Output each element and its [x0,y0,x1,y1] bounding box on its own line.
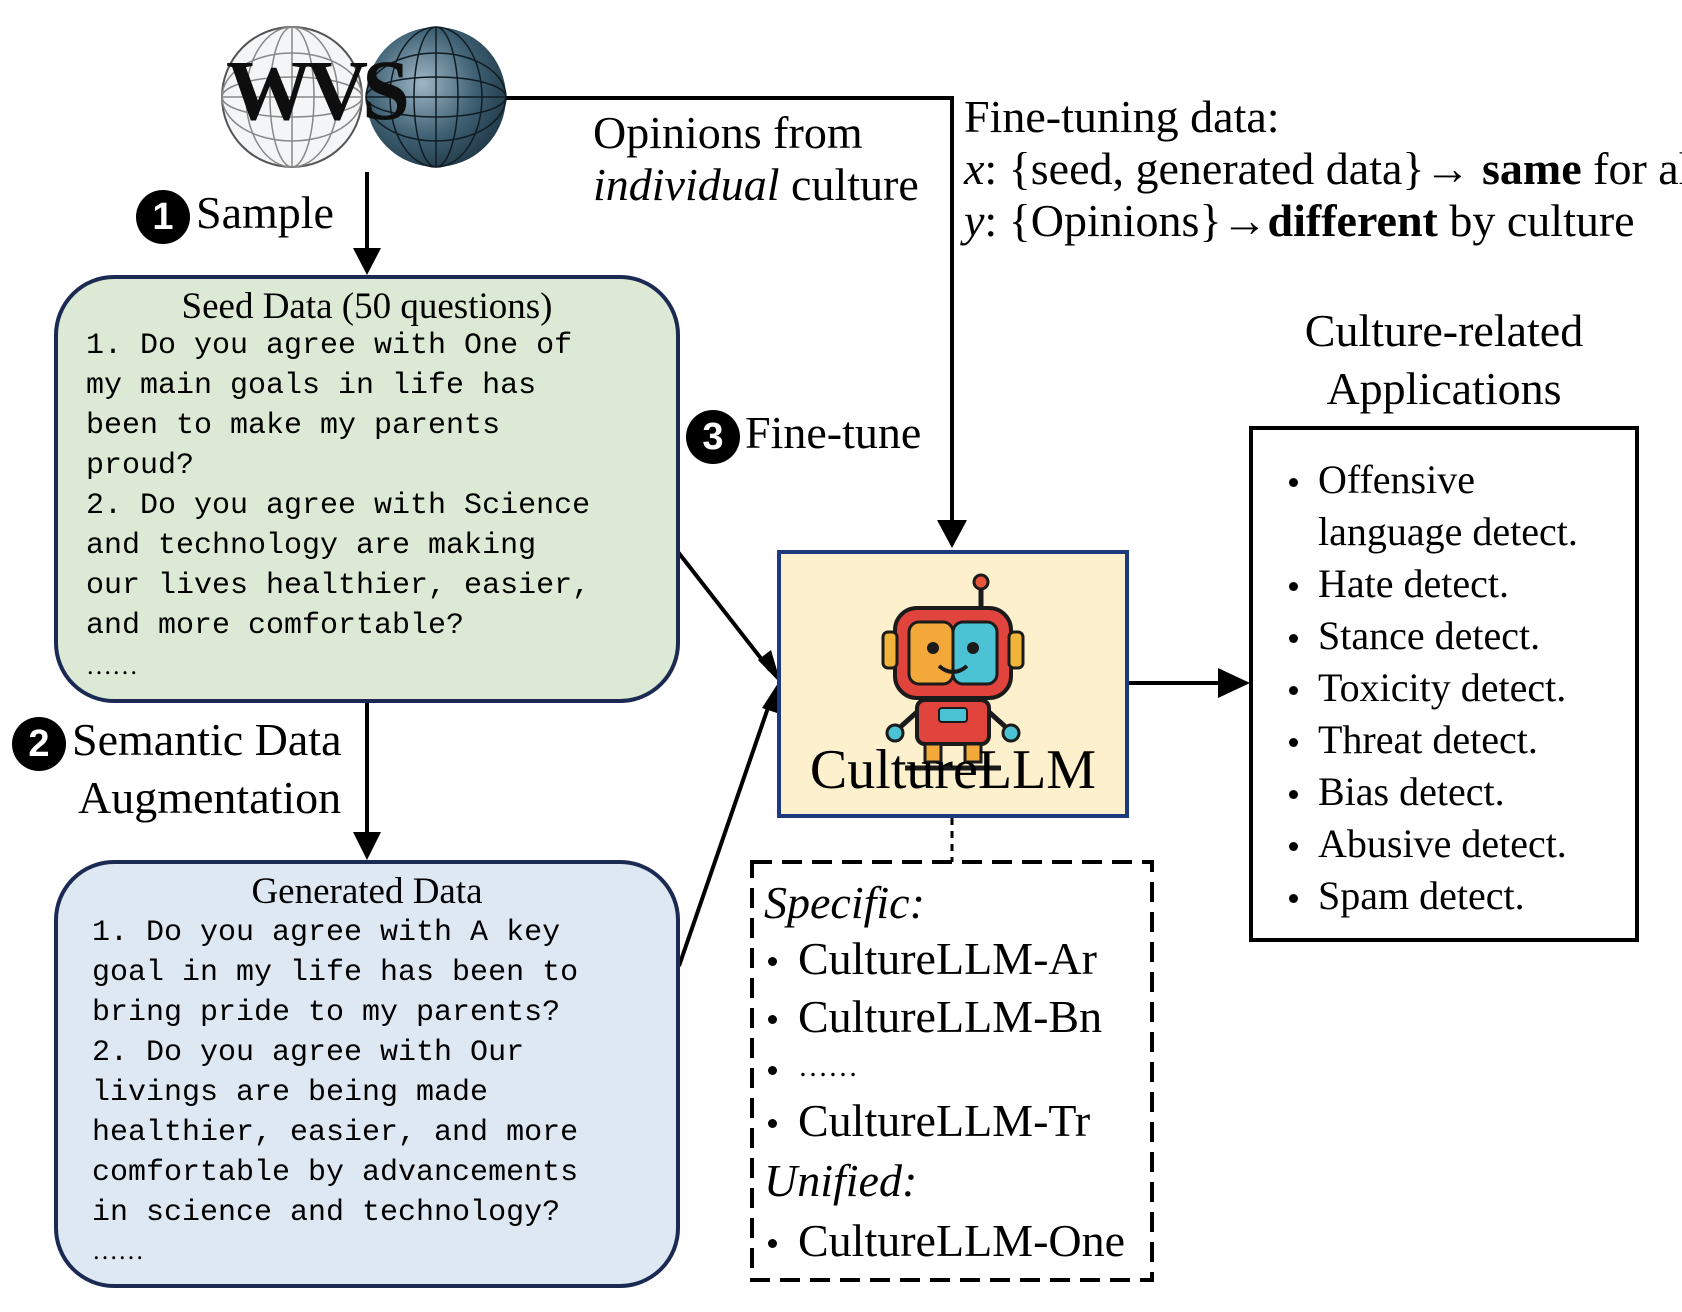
step-finetune-label: Fine-tune [745,407,922,458]
application-bullet [1289,790,1298,799]
variant-bullet [768,1066,777,1075]
application-item: Hate detect. [1318,561,1509,606]
finetuning-y-line: y: {Opinions}→different by culture [964,195,1635,246]
application-item: Bias detect. [1318,769,1505,814]
application-item: Spam detect. [1318,873,1525,918]
variant-item: CultureLLM-Tr [798,1095,1091,1146]
globe-right-icon [365,26,507,168]
generated-line: bring pride to my parents? [92,996,561,1030]
opinions-arrow [505,96,954,545]
wvs-logo [221,26,507,168]
generated-to-model-arrow [677,701,772,967]
step-1-badge: 1 [136,190,190,244]
seed-to-model-arrow [676,550,772,672]
finetuning-title: Fine-tuning data: [964,91,1280,142]
opinions-line1: Opinions from [593,107,863,158]
generated-line: healthier, easier, and more [92,1116,579,1150]
generated-line: 1. Do you agree with A key [92,916,561,950]
step-augmentation-label-2: Augmentation [78,772,342,823]
generated-ellipsis: …… [92,1236,144,1265]
seed-line: and more comfortable? [86,609,465,643]
application-item: Offensive [1318,457,1475,502]
applications-title-1: Culture-related [1304,305,1584,356]
variant-bullet [768,1119,777,1128]
seed-line: proud? [86,449,195,483]
application-bullet [1289,894,1298,903]
variant-bullet [768,1239,777,1248]
application-bullet [1289,686,1298,695]
globe-left-icon [221,26,363,168]
seed-data-title: Seed Data (50 questions) [181,286,553,327]
seed-ellipsis: …… [86,651,138,680]
seed-line: 2. Do you agree with Science [86,489,591,523]
generated-data-box: Generated Data 1. Do you agree with A ke… [54,860,680,1288]
robot-icon [881,573,1025,771]
application-item: Stance detect. [1318,613,1541,658]
generated-line: comfortable by advancements [92,1156,579,1190]
seed-line: my main goals in life has [86,369,537,403]
application-item: language detect. [1318,509,1578,554]
variant-item: …… [798,1050,858,1083]
applications-box [1249,426,1639,942]
generated-line: 2. Do you agree with Our [92,1036,525,1070]
arrow-right-icon: → [1424,143,1471,194]
seed-data-box: Seed Data (50 questions) 1. Do you agree… [54,275,680,703]
application-item: Threat detect. [1318,717,1538,762]
variant-item: CultureLLM-Bn [798,991,1103,1042]
step-3-badge: 3 [686,410,740,464]
step-2-badge: 2 [12,717,66,771]
variant-item: CultureLLM-Ar [798,933,1097,984]
application-item: Abusive detect. [1318,821,1567,866]
arrow-right-icon: → [1221,195,1268,246]
generated-line: in science and technology? [92,1196,561,1230]
model-name: CultureLLM [809,739,1097,801]
application-bullet [1289,842,1298,851]
generated-line: goal in my life has been to [92,956,579,990]
application-bullet [1289,738,1298,747]
seed-line: been to make my parents [86,409,501,443]
variant-item: CultureLLM-One [798,1215,1126,1266]
seed-line: 1. Do you agree with One of [86,329,573,363]
seed-line: our lives healthier, easier, [86,569,591,603]
wvs-logo-text: WVS [226,42,410,138]
unified-label: Unified: [764,1155,918,1206]
specific-label: Specific: [764,877,925,928]
application-item: Toxicity detect. [1318,665,1567,710]
application-bullet [1289,634,1298,643]
variant-bullet [768,1015,777,1024]
applications-title-2: Applications [1326,363,1562,414]
step-sample-label: Sample [196,187,334,238]
variants-box [750,860,1154,1282]
variant-bullet [768,957,777,966]
step-augmentation-label-1: Semantic Data [72,714,342,765]
generated-line: livings are being made [92,1076,489,1110]
application-bullet [1289,478,1298,487]
finetuning-x-line: x: {seed, generated data}→ same for all [964,143,1682,194]
generated-data-title: Generated Data [251,871,483,912]
application-bullet [1289,582,1298,591]
opinions-line2: individual culture [593,159,919,210]
seed-line: and technology are making [86,529,537,563]
